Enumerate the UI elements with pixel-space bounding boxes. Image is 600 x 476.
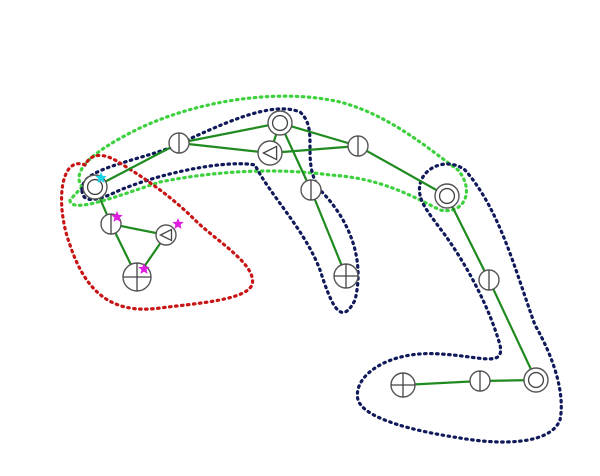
edge-arc-1-to-center-triangle (177, 141, 272, 155)
node-arc-1[interactable] (168, 132, 190, 154)
star-magenta-1-icon (111, 211, 123, 222)
node-right-top[interactable] (434, 183, 460, 209)
node-circle (257, 140, 283, 166)
double-circle-icon (527, 371, 545, 389)
node-center-mid[interactable] (300, 179, 322, 201)
edge-arc-2-to-right-top (356, 144, 449, 198)
triangle-icon (261, 145, 278, 161)
triangle-icon (159, 228, 173, 242)
double-circle-icon (86, 178, 104, 196)
node-center-bottom[interactable] (333, 263, 359, 289)
edge-bottom-mid-to-bottom-left (401, 379, 482, 387)
cross-icon (391, 373, 415, 397)
cross-icon (334, 264, 358, 288)
node-center-triangle[interactable] (257, 140, 283, 166)
region-navy-right (355, 162, 563, 444)
cross-icon (123, 263, 151, 291)
edge-center-mid-to-center-bottom (309, 188, 348, 278)
region-green-arc (68, 94, 469, 213)
edge-right-top-to-right-mid (445, 194, 491, 282)
node-arc-2[interactable] (347, 135, 369, 157)
node-circle (82, 174, 108, 200)
region-red-left (59, 153, 254, 311)
node-right-mid[interactable] (478, 269, 500, 291)
node-left-top[interactable] (82, 174, 108, 200)
star-magenta-2-icon (172, 218, 184, 229)
node-bottom-mid[interactable] (469, 370, 491, 392)
star-cyan-icon (95, 172, 107, 183)
node-bottom-right[interactable] (523, 367, 549, 393)
edge-left-top-to-arc-1 (93, 141, 181, 189)
region-navy-center (80, 107, 360, 315)
edge-layer (93, 121, 538, 387)
node-left-mid[interactable] (100, 213, 122, 235)
node-circle (434, 183, 460, 209)
star-magenta-3-icon (138, 263, 150, 274)
edge-top-to-arc-2 (278, 121, 360, 148)
node-circle (523, 367, 549, 393)
marker-layer (95, 172, 184, 274)
node-top[interactable] (267, 110, 293, 136)
edge-right-mid-to-bottom-right (487, 278, 538, 382)
node-left-triangle[interactable] (155, 224, 177, 246)
double-circle-icon (438, 187, 456, 205)
node-circle (155, 224, 177, 246)
double-circle-icon (271, 114, 289, 132)
node-circle (267, 110, 293, 136)
edge-arc-1-to-top (177, 121, 282, 145)
region-layer (59, 94, 563, 444)
node-bottom-left[interactable] (390, 372, 416, 398)
edge-center-triangle-to-arc-2 (268, 144, 360, 155)
